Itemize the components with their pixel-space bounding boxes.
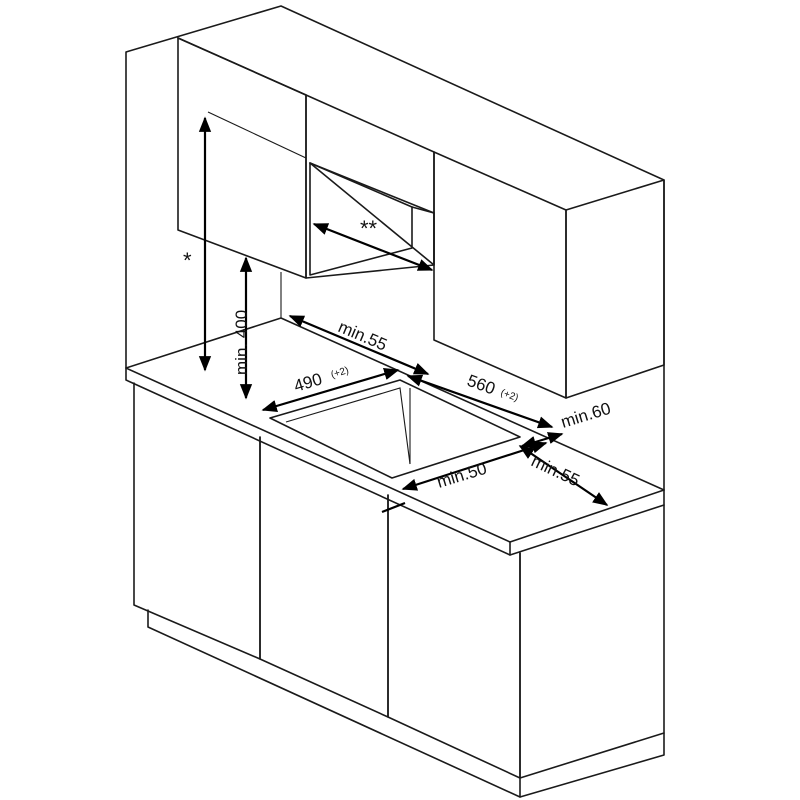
label-star-double: ** [360, 216, 378, 241]
label-min55-top: min.55 [335, 317, 389, 354]
label-560: 560 [465, 371, 498, 399]
label-star-single: * [183, 248, 192, 273]
dimension-lines [198, 116, 609, 514]
arrow-min50-tail [381, 501, 406, 514]
arrow-double-star [312, 222, 434, 272]
label-490-tolerance: (+2) [330, 365, 350, 381]
label-min400: min. 400 [232, 310, 251, 375]
base-cabinets [133, 382, 665, 798]
arrow-560 [406, 374, 554, 429]
label-560-tolerance: (+2) [499, 387, 520, 404]
label-min60: min.60 [559, 399, 613, 432]
countertop [125, 317, 665, 556]
arrow-min55-top [288, 314, 430, 376]
label-min50: min.50 [435, 459, 489, 492]
cooker-hood [309, 162, 435, 276]
label-min55-right: min.55 [528, 451, 582, 490]
arrow-min55-right [518, 445, 609, 506]
arrow-490 [261, 368, 400, 412]
label-490: 490 [292, 369, 325, 395]
